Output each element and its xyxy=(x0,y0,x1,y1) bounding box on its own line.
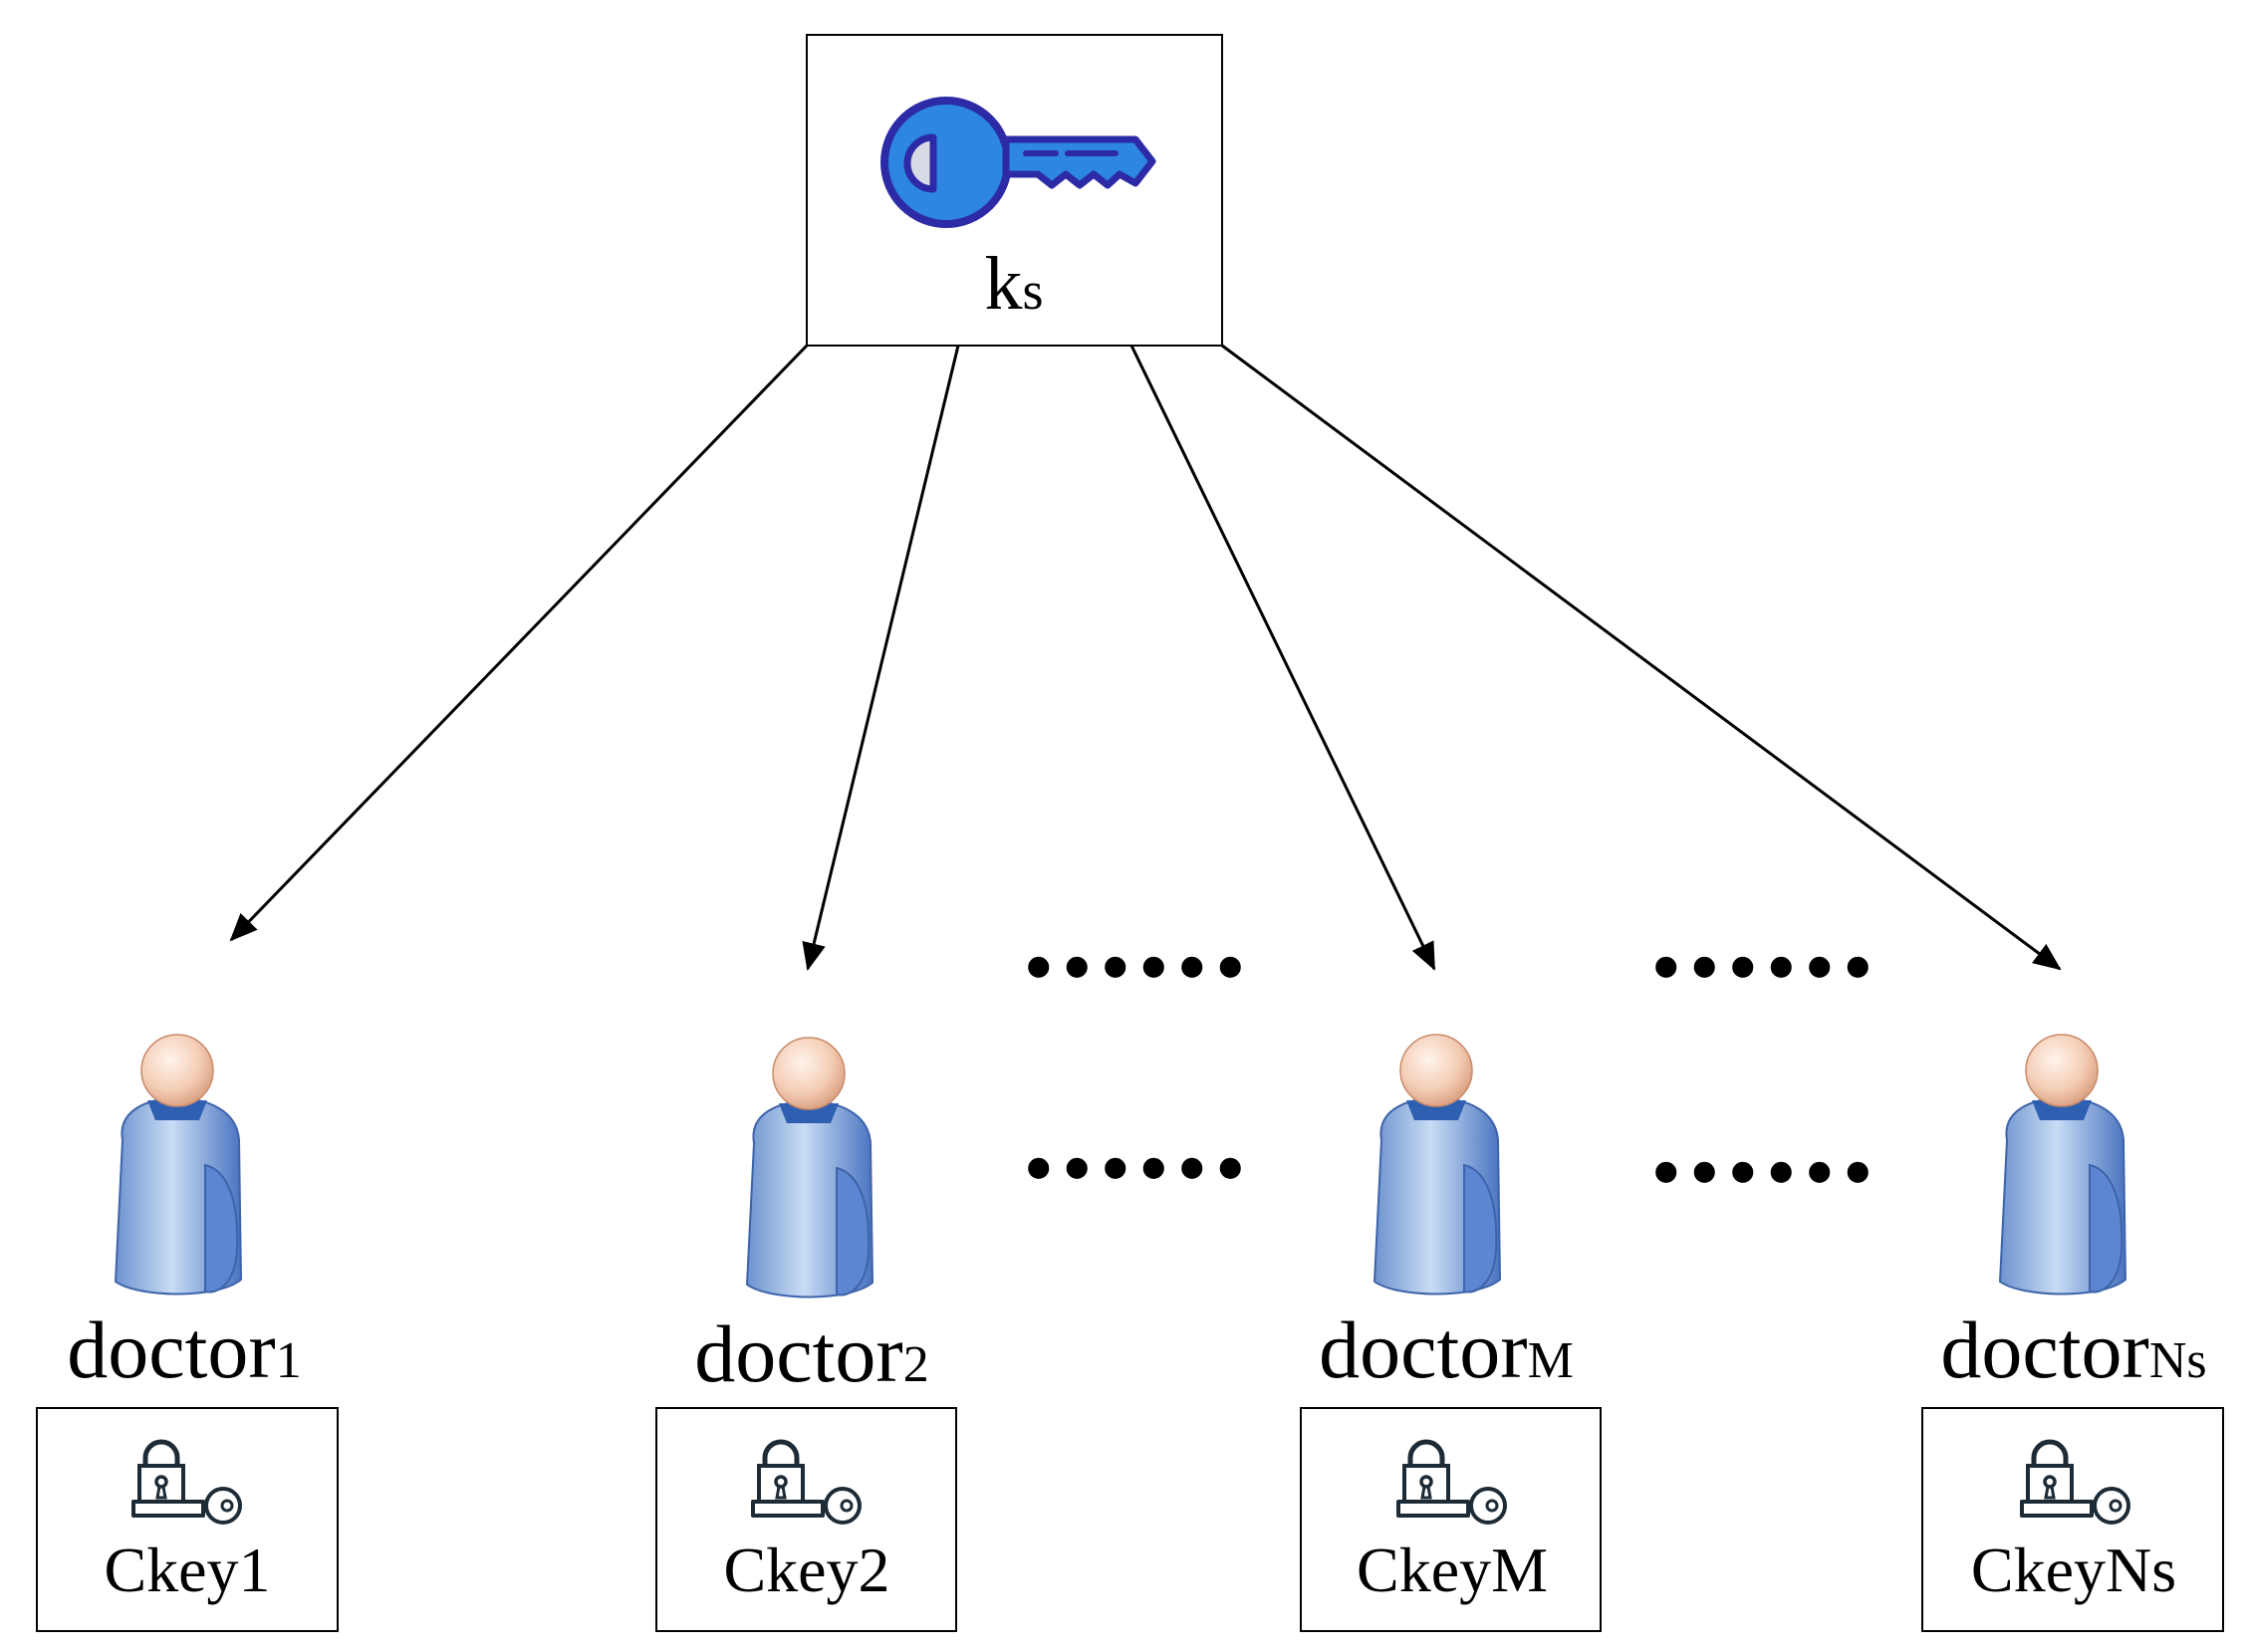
person-icon xyxy=(114,1034,243,1296)
arrow-to-doctor-ns xyxy=(1221,344,2062,971)
ckey-label-2: Ckey2 xyxy=(723,1534,889,1605)
doctor-name-m: doctorM xyxy=(1319,1304,1574,1395)
lock-key-icon xyxy=(2020,1439,2130,1525)
lock-key-icon xyxy=(131,1439,242,1525)
arrow-to-doctor-m xyxy=(1129,345,1436,971)
ckey-box-ns xyxy=(1921,1407,2224,1632)
arrow-to-doctor-2 xyxy=(802,345,960,971)
master-key-box xyxy=(806,34,1223,347)
ellipsis-top-left: ...... xyxy=(1023,861,1253,1005)
ckey-label-m: CkeyM xyxy=(1357,1534,1548,1605)
person-icon xyxy=(1998,1034,2127,1296)
doctor-node-ns: doctorNs CkeyNs xyxy=(1921,1034,2224,1632)
doctor-node-1: doctor1 Ckey1 xyxy=(36,1034,339,1632)
ckey-label-ns: CkeyNs xyxy=(1971,1534,2176,1605)
ellipsis-group: ...... ...... ...... ...... xyxy=(1023,861,1880,1210)
master-key-label: ks xyxy=(984,242,1043,326)
doctor-node-2: doctor2 Ckey2 xyxy=(655,1037,957,1632)
ellipsis-bottom-left: ...... xyxy=(1023,1062,1253,1206)
doctor-name-2: doctor2 xyxy=(694,1308,928,1399)
key-icon xyxy=(880,97,1156,228)
ckey-label-1: Ckey1 xyxy=(104,1534,270,1605)
arrows xyxy=(229,344,2062,971)
doctor-node-m: doctorM CkeyM xyxy=(1300,1034,1602,1632)
arrow-to-doctor-1 xyxy=(229,344,809,942)
lock-key-icon xyxy=(751,1439,862,1525)
master-key-node: ks xyxy=(806,34,1223,347)
person-icon xyxy=(745,1037,874,1298)
doctor-name-1: doctor1 xyxy=(67,1304,301,1395)
lock-key-icon xyxy=(1396,1439,1507,1525)
ckey-box-2 xyxy=(655,1407,957,1632)
ellipsis-bottom-right: ...... xyxy=(1650,1066,1880,1210)
ckey-box-1 xyxy=(36,1407,339,1632)
ellipsis-top-right: ...... xyxy=(1650,861,1880,1005)
ckey-box-m xyxy=(1300,1407,1602,1632)
person-icon xyxy=(1373,1034,1502,1296)
doctor-name-ns: doctorNs xyxy=(1940,1304,2206,1395)
